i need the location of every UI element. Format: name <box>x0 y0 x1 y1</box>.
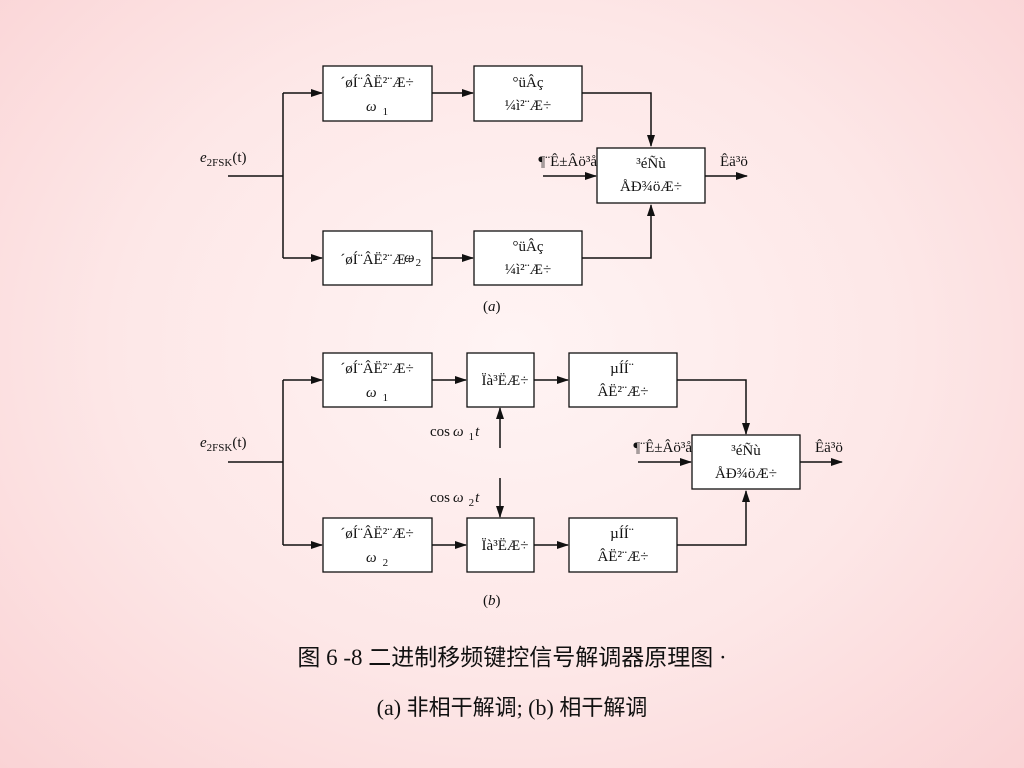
bandpass-filter-2-a: ´øÍ¨ÂË²¨Æ÷ ω2 <box>322 230 433 286</box>
envelope-detector-1-a: °üÂç ¼ì²¨Æ÷ <box>473 65 583 122</box>
diagram-b-label: (b) <box>483 593 501 609</box>
figure-caption-subtitle: (a) 非相干解调; (b) 相干解调 <box>376 695 648 720</box>
svg-text:ω1: ω1 <box>366 99 388 118</box>
svg-text:´øÍ¨ÂË²¨Æ÷: ´øÍ¨ÂË²¨Æ÷ <box>340 360 414 377</box>
sampling-decision-b: ³éÑù ÅÐ¾öÆ÷ <box>691 434 801 490</box>
svg-text:³éÑù: ³éÑù <box>636 156 666 172</box>
arrow-lpf1-decision-b <box>677 379 750 435</box>
svg-text:µÍÍ¨: µÍÍ¨ <box>610 525 634 542</box>
svg-text:ÂË²¨Æ÷: ÂË²¨Æ÷ <box>597 383 648 400</box>
arrow-lpf2-decision-b <box>677 490 750 546</box>
svg-text:ÅÐ¾öÆ÷: ÅÐ¾öÆ÷ <box>715 466 777 482</box>
svg-text:ÂË²¨Æ÷: ÂË²¨Æ÷ <box>597 548 648 565</box>
svg-text:´øÍ¨ÂË²¨Æ÷: ´øÍ¨ÂË²¨Æ÷ <box>340 74 414 91</box>
input-signal-label-b: e2FSK(t) <box>200 435 247 454</box>
envelope-detector-2-a: °üÂç ¼ì²¨Æ÷ <box>473 230 583 286</box>
svg-text:³éÑù: ³éÑù <box>731 443 761 459</box>
svg-text:Ïà³ËÆ÷: Ïà³ËÆ÷ <box>482 537 529 554</box>
svg-text:¼ì²¨Æ÷: ¼ì²¨Æ÷ <box>505 98 551 114</box>
lowpass-filter-1-b: µÍÍ¨ ÂË²¨Æ÷ <box>568 352 678 408</box>
svg-text:´øÍ¨ÂË²¨Æ÷: ´øÍ¨ÂË²¨Æ÷ <box>340 525 414 542</box>
multiplier-1-b: Ïà³ËÆ÷ <box>466 352 535 408</box>
svg-text:µÍÍ¨: µÍÍ¨ <box>610 360 634 377</box>
sampling-decision-a: ³éÑù ÅÐ¾öÆ÷ <box>596 147 706 204</box>
timing-pulse-label-b: ¶¨Ê±Âö³å <box>633 439 692 456</box>
output-label-b: Êä³ö <box>815 439 843 456</box>
arrow-env2-decision-a <box>582 204 655 259</box>
svg-text:¼ì²¨Æ÷: ¼ì²¨Æ÷ <box>505 262 551 278</box>
output-label-a: Êä³ö <box>720 153 748 170</box>
svg-text:ÅÐ¾öÆ÷: ÅÐ¾öÆ÷ <box>620 179 682 195</box>
lowpass-filter-2-b: µÍÍ¨ ÂË²¨Æ÷ <box>568 517 678 573</box>
svg-text:´øÍ¨ÂË²¨Æ÷: ´øÍ¨ÂË²¨Æ÷ <box>340 251 414 268</box>
input-signal-label-a: e2FSK(t) <box>200 150 247 169</box>
timing-pulse-label-a: ¶¨Ê±Âö³å <box>538 153 597 170</box>
svg-text:ω2: ω2 <box>366 550 388 569</box>
figure-caption-title: 图 6 -8 二进制移频键控信号解调器原理图 · <box>297 645 727 670</box>
svg-text:Ïà³ËÆ÷: Ïà³ËÆ÷ <box>482 372 529 389</box>
svg-text:ω2: ω2 <box>404 250 421 269</box>
diagram-a-label: (a) <box>483 299 501 315</box>
svg-text:°üÂç: °üÂç <box>513 238 544 255</box>
svg-text:°üÂç: °üÂç <box>513 74 544 91</box>
svg-text:ω1: ω1 <box>366 385 388 404</box>
arrow-env1-decision-a <box>582 92 655 147</box>
multiplier-2-b: Ïà³ËÆ÷ <box>466 517 535 573</box>
